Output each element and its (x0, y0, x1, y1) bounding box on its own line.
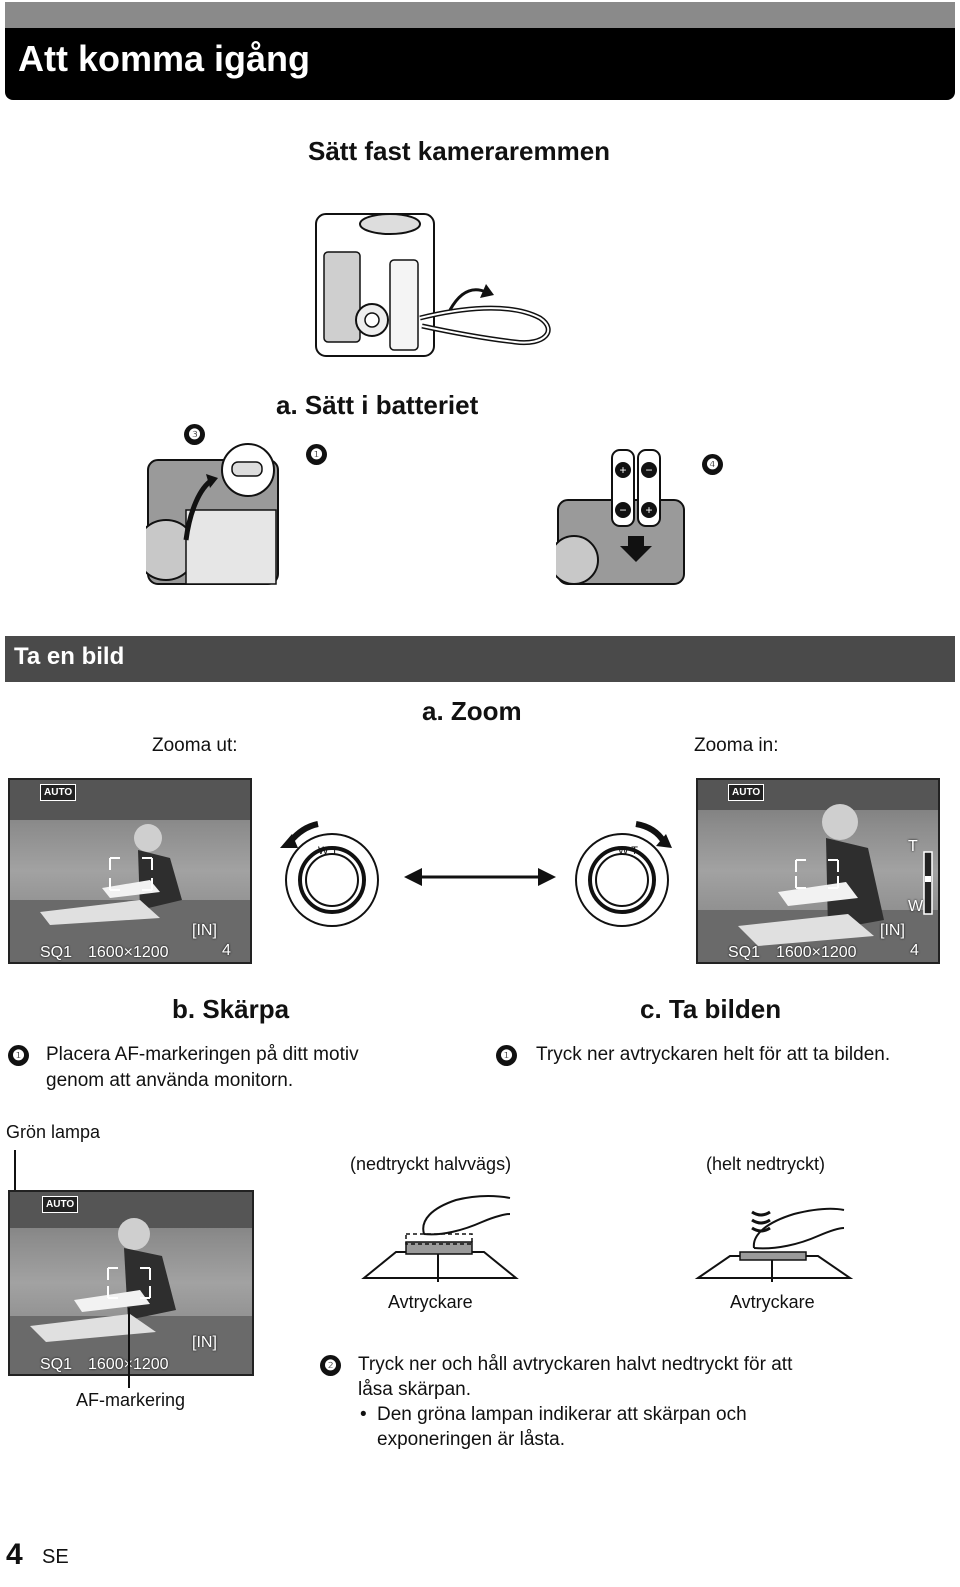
focus-step-2-number: ❷ (320, 1355, 341, 1376)
quality-indicator: SQ1 (40, 1356, 73, 1373)
page-title: Att komma igång (18, 38, 311, 79)
quality-indicator: SQ1 (728, 944, 761, 961)
zoom-out-screen: AUTO SQ1 1600×1200 [IN] 4 (8, 778, 252, 964)
af-mark-leader-line (128, 1308, 130, 1388)
svg-text:+: + (619, 463, 626, 477)
focus-step-2-line-1: Tryck ner och håll avtryckaren halvt ned… (358, 1354, 793, 1375)
header-top-strip (5, 2, 955, 28)
zoom-lever-tele-icon: W T (575, 821, 672, 927)
focus-note-line-2: exponeringen är låsta. (377, 1429, 566, 1450)
half-press-illustration (361, 1195, 519, 1282)
focus-heading: b. Skärpa (172, 994, 290, 1024)
full-press-illustration (694, 1207, 854, 1282)
svg-text:+: + (645, 503, 652, 517)
battery-step-4: ❹ (702, 454, 723, 475)
battery-step-3: ❸ (184, 424, 205, 445)
woman-reading-focus-image (10, 1192, 252, 1374)
shoot-step-1-number: ❶ (496, 1045, 517, 1066)
focus-note-line-1: Den gröna lampan indikerar att skärpan o… (377, 1404, 747, 1425)
shoot-step-1-text: Tryck ner avtryckaren helt för att ta bi… (536, 1044, 891, 1065)
page-number: 4 (6, 1538, 23, 1571)
battery-heading: a. Sätt i batteriet (276, 390, 479, 420)
green-lamp-label: Grön lampa (6, 1122, 101, 1142)
auto-badge: AUTO (40, 784, 77, 801)
memory-indicator: [IN] (192, 922, 217, 939)
svg-text:−: − (619, 503, 626, 517)
zoom-ring-label-left: W T (318, 845, 338, 857)
memory-indicator: [IN] (192, 1334, 217, 1351)
zoom-ring-label-right: W T (618, 845, 638, 857)
battery-cover-illustration (146, 443, 279, 585)
language-code: SE (42, 1546, 69, 1568)
focus-step-2-line-2: låsa skärpan. (358, 1379, 472, 1400)
full-press-label: (helt nedtryckt) (706, 1154, 826, 1174)
focus-step-1-line-2: genom att använda monitorn. (46, 1070, 294, 1091)
tele-indicator: T (908, 838, 918, 855)
section-bar (5, 636, 955, 682)
wide-indicator: W (908, 898, 924, 915)
battery-step-1: ❶ (306, 444, 327, 465)
shots-count: 4 (222, 942, 231, 959)
resolution-indicator: 1600×1200 (88, 944, 169, 961)
camera-strap-illustration (315, 213, 551, 357)
focus-screen: AUTO SQ1 1600×1200 [IN] (8, 1190, 254, 1376)
zoom-heading: a. Zoom (422, 696, 522, 726)
zoom-in-label: Zooma in: (694, 735, 779, 756)
shots-count: 4 (910, 942, 919, 959)
zoom-in-screen: AUTO T W SQ1 1600×1200 [IN] 4 (696, 778, 940, 964)
auto-badge: AUTO (728, 784, 765, 801)
battery-insert-illustration: + − − + (556, 449, 685, 585)
focus-step-1-number: ❶ (8, 1045, 29, 1066)
af-mark-label: AF-markering (76, 1390, 186, 1410)
bullet-dot: • (360, 1404, 367, 1425)
zoom-lever-wide-icon: W T (280, 821, 379, 927)
zoom-out-label: Zooma ut: (152, 735, 238, 756)
section-title: Ta en bild (14, 643, 125, 670)
strap-heading: Sätt fast kameraremmen (308, 136, 611, 166)
svg-text:−: − (645, 463, 652, 477)
resolution-indicator: 1600×1200 (776, 944, 857, 961)
shutter-label-full: Avtryckare (730, 1292, 815, 1312)
half-press-label: (nedtryckt halvvägs) (350, 1154, 512, 1174)
quality-indicator: SQ1 (40, 944, 73, 961)
shoot-heading: c. Ta bilden (640, 994, 782, 1024)
auto-badge: AUTO (42, 1196, 79, 1213)
focus-step-1-line-1: Placera AF-markeringen på ditt motiv (46, 1044, 359, 1065)
green-lamp-leader-line (14, 1150, 16, 1210)
double-arrow-icon (404, 868, 556, 886)
memory-indicator: [IN] (880, 922, 905, 939)
shutter-label-half: Avtryckare (388, 1292, 473, 1312)
header-bar (5, 2, 955, 100)
